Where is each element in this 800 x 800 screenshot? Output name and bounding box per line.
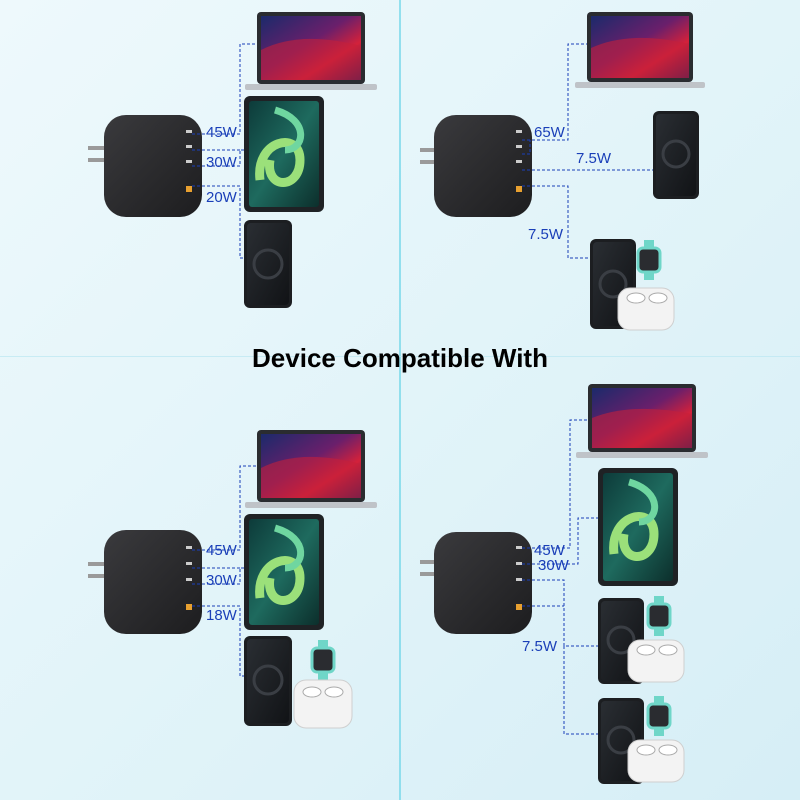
charger-icon <box>420 532 532 634</box>
earbuds-icon-2 <box>627 739 685 783</box>
watt-label-3: 7.5W <box>522 638 558 655</box>
panel-top-right: 65W 7.5W 7.5W <box>400 0 800 400</box>
laptop-icon <box>576 384 708 458</box>
phone-icon <box>244 636 292 726</box>
watt-label-2: 7.5W <box>576 150 612 167</box>
connection-lines <box>522 43 653 259</box>
earbuds-icon <box>627 639 685 683</box>
horizontal-divider <box>0 356 800 357</box>
laptop-icon <box>575 12 705 88</box>
laptop-icon <box>245 12 377 90</box>
watt-label-1: 65W <box>534 124 565 141</box>
charger-icon <box>420 115 532 217</box>
panel-bottom-right: 45W 30W 7.5W <box>400 384 800 800</box>
watt-label-3: 18W <box>206 607 237 624</box>
panel-top-left-graphic <box>88 12 377 308</box>
panel-top-left: 45W 30W 20W <box>0 0 400 400</box>
tablet-icon <box>598 468 678 586</box>
watt-label-1: 45W <box>206 124 237 141</box>
panel-top-right-graphic <box>420 12 705 331</box>
laptop-icon <box>245 430 377 508</box>
page-title: Device Compatible With <box>252 343 548 373</box>
earbuds-icon <box>293 679 353 729</box>
watch-icon <box>636 240 662 280</box>
watt-label-1: 45W <box>206 542 237 559</box>
connection-lines <box>522 419 598 735</box>
watt-label-3: 20W <box>206 189 237 206</box>
charger-icon <box>88 115 202 217</box>
charger-icon <box>88 530 202 634</box>
watt-label-2: 30W <box>538 557 569 574</box>
phone-icon <box>244 220 292 308</box>
watch-icon-2 <box>646 696 672 736</box>
watt-label-3: 7.5W <box>528 226 564 243</box>
watt-label-2: 30W <box>206 154 237 171</box>
panel-bottom-left-graphic <box>88 430 377 729</box>
watch-icon <box>646 596 672 636</box>
watch-icon <box>310 640 336 680</box>
panel-bottom-left: 45W 30W 18W <box>0 400 400 800</box>
tablet-icon <box>244 514 324 630</box>
phone-icon <box>653 111 699 199</box>
earbuds-icon <box>617 287 675 331</box>
watt-label-1: 45W <box>534 542 565 559</box>
watt-label-2: 30W <box>206 572 237 589</box>
panel-bottom-right-graphic <box>420 384 708 784</box>
tablet-icon <box>244 96 324 212</box>
connection-lines <box>192 43 257 259</box>
connection-lines <box>192 465 257 677</box>
vertical-divider <box>399 0 401 800</box>
